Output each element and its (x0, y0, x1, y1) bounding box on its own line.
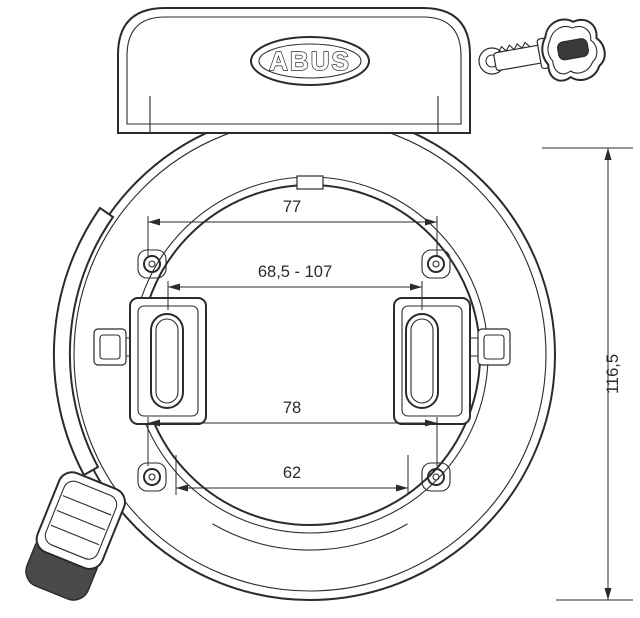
clamp-right-head-inner (483, 334, 505, 360)
mounting-head: ABUS (117, 7, 471, 134)
bracket-slot-left (150, 313, 184, 409)
extension-lines (147, 417, 438, 466)
key-bow-cap (556, 38, 589, 61)
key-shaft (493, 44, 544, 71)
dimension-label: 116,5 (604, 354, 622, 394)
clamp-left-head (93, 328, 127, 366)
screw-bottom-right (421, 462, 451, 492)
key-teeth (497, 41, 531, 53)
dimension-label: 77 (283, 198, 301, 216)
arrow-right (410, 283, 422, 291)
mounting-bracket-right (393, 297, 471, 425)
clamp-right-head (477, 328, 511, 366)
dimension-62: 62 (175, 455, 409, 495)
dimension-68-107: 68,5 - 107 (167, 263, 423, 310)
release-lever (25, 206, 126, 601)
bracket-right-inner-line (401, 305, 463, 417)
bolt-notch (296, 175, 324, 190)
dimension-label: 68,5 - 107 (258, 263, 332, 281)
bracket-slot-right (405, 313, 439, 409)
arrow-top (604, 148, 612, 160)
key-bow-inner-line (547, 26, 598, 75)
arrow-right (425, 419, 437, 427)
lever-grip (25, 471, 126, 601)
dimension-78: 78 (147, 399, 438, 466)
clamp-screw-left (93, 328, 130, 366)
grip-pad-inner-line (44, 480, 118, 560)
clamp-right-links (470, 337, 478, 357)
mounting-bracket-left (129, 297, 207, 425)
bracket-slot-left-inner (155, 318, 179, 404)
extension-lines (542, 147, 633, 601)
clamp-left-links (126, 337, 130, 357)
head-inner-line (126, 16, 462, 125)
dimension-77: 77 (147, 198, 438, 256)
clamp-left-head-inner (99, 334, 121, 360)
arrow-bottom (604, 588, 612, 600)
logo-oval-inner (258, 43, 362, 79)
head-outline (117, 7, 471, 134)
screw-top-left (137, 249, 167, 279)
dimension-label: 62 (283, 464, 301, 482)
arrow-right (425, 218, 437, 226)
screw-bottom-left (137, 462, 167, 492)
bracket-slot-right-inner (410, 318, 434, 404)
arrow-left (148, 218, 160, 226)
clamp-screw-right (470, 328, 511, 366)
head-seam-lines (149, 96, 439, 133)
grip-ridges (50, 495, 112, 546)
arrow-left (176, 484, 188, 492)
arrow-right (396, 484, 408, 492)
arrow-left (148, 419, 160, 427)
dimension-label: 78 (283, 399, 301, 417)
abus-logo-text: ABUS (269, 46, 351, 76)
extension-lines (147, 216, 438, 256)
dimension-116: 116,5 (542, 147, 633, 601)
arrow-left (168, 283, 180, 291)
lever-arm (52, 206, 115, 477)
abus-logo: ABUS (250, 36, 370, 86)
extension-lines (167, 281, 423, 310)
bolt-channel-arc (212, 523, 408, 551)
key (493, 18, 606, 82)
bracket-left-outline (129, 297, 207, 425)
screw-top-right (421, 249, 451, 279)
logo-oval-outer (250, 36, 370, 86)
